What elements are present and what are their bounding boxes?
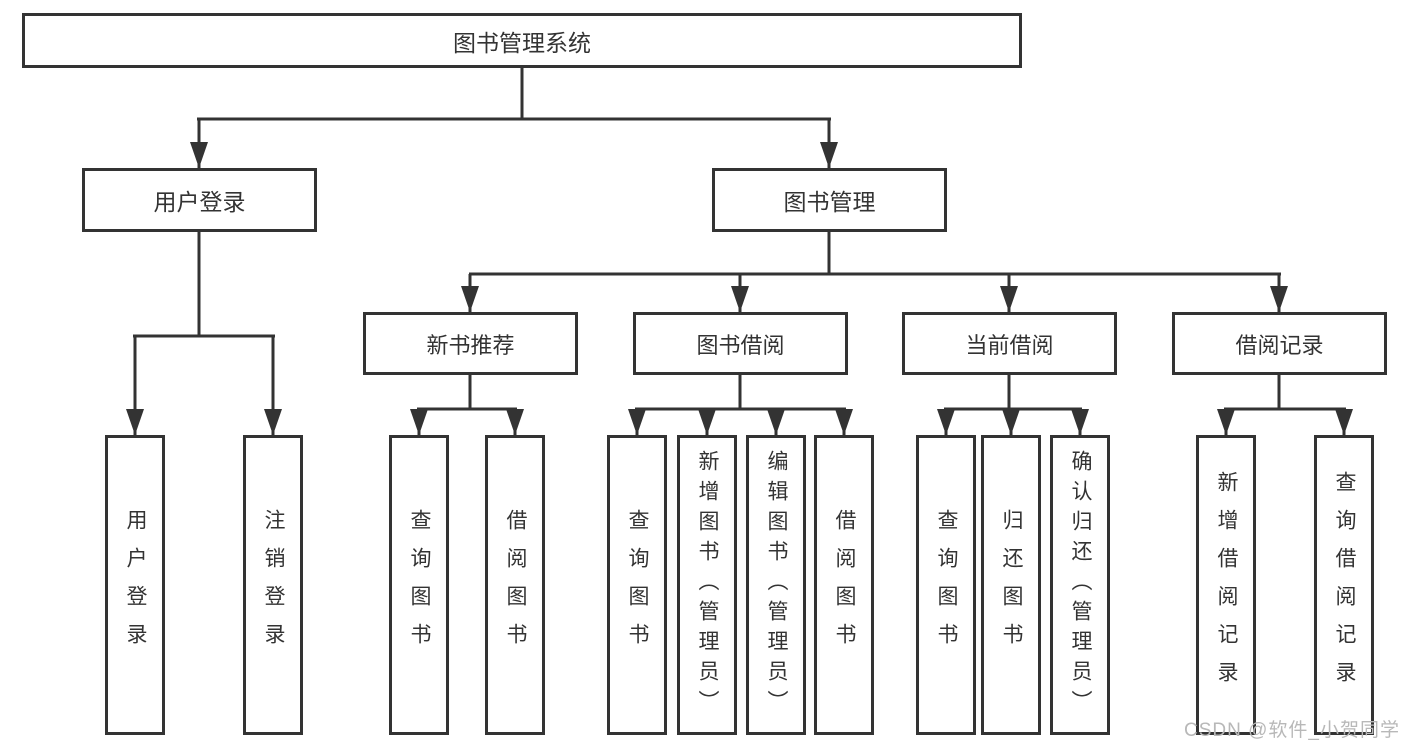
leaf-edit-books-admin: 编辑图书（管理员）	[746, 435, 806, 735]
leaf-add-books-admin-label: 新增图书（管理员）	[696, 450, 719, 720]
node-book-management: 图书管理	[712, 168, 947, 232]
node-book-management-label: 图书管理	[783, 189, 876, 215]
leaf-logout-label: 注销登录	[262, 509, 285, 661]
leaf-logout: 注销登录	[243, 435, 303, 735]
leaf-query-borrow-record: 查询借阅记录	[1314, 435, 1374, 735]
leaf-borrow-books: 借阅图书	[814, 435, 874, 735]
node-current-borrowing: 当前借阅	[902, 312, 1117, 375]
node-user-login: 用户登录	[82, 168, 317, 232]
leaf-query-books-borrowing: 查询图书	[607, 435, 667, 735]
leaf-confirm-return-admin-label: 确认归还（管理员）	[1069, 450, 1092, 720]
leaf-query-books-current: 查询图书	[916, 435, 976, 735]
node-borrowing-records-label: 借阅记录	[1235, 332, 1324, 358]
leaf-add-borrow-record-label: 新增借阅记录	[1215, 471, 1238, 699]
node-book-borrowing: 图书借阅	[633, 312, 848, 375]
node-user-login-label: 用户登录	[153, 189, 246, 215]
leaf-user-login: 用户登录	[105, 435, 165, 735]
leaf-borrow-books-recommend-label: 借阅图书	[504, 509, 527, 661]
leaf-return-books: 归还图书	[981, 435, 1041, 735]
leaf-query-books-borrowing-label: 查询图书	[626, 509, 649, 661]
leaf-user-login-label: 用户登录	[124, 509, 147, 661]
leaf-borrow-books-label: 借阅图书	[833, 509, 856, 661]
leaf-query-books-recommend: 查询图书	[389, 435, 449, 735]
node-new-book-recommendation: 新书推荐	[363, 312, 578, 375]
node-root-system: 图书管理系统	[22, 13, 1022, 68]
leaf-query-borrow-record-label: 查询借阅记录	[1333, 471, 1356, 699]
node-current-borrowing-label: 当前借阅	[965, 332, 1054, 358]
node-borrowing-records: 借阅记录	[1172, 312, 1387, 375]
leaf-add-borrow-record: 新增借阅记录	[1196, 435, 1256, 735]
leaf-confirm-return-admin: 确认归还（管理员）	[1050, 435, 1110, 735]
leaf-add-books-admin: 新增图书（管理员）	[677, 435, 737, 735]
node-book-borrowing-label: 图书借阅	[696, 332, 785, 358]
leaf-borrow-books-recommend: 借阅图书	[485, 435, 545, 735]
leaf-edit-books-admin-label: 编辑图书（管理员）	[765, 450, 788, 720]
csdn-watermark: CSDN @软件_小贺同学	[1184, 720, 1400, 741]
node-root-system-label: 图书管理系统	[453, 29, 591, 56]
leaf-query-books-current-label: 查询图书	[935, 509, 958, 661]
node-new-book-recommendation-label: 新书推荐	[426, 332, 515, 358]
leaf-query-books-recommend-label: 查询图书	[408, 509, 431, 661]
leaf-return-books-label: 归还图书	[1000, 509, 1023, 661]
